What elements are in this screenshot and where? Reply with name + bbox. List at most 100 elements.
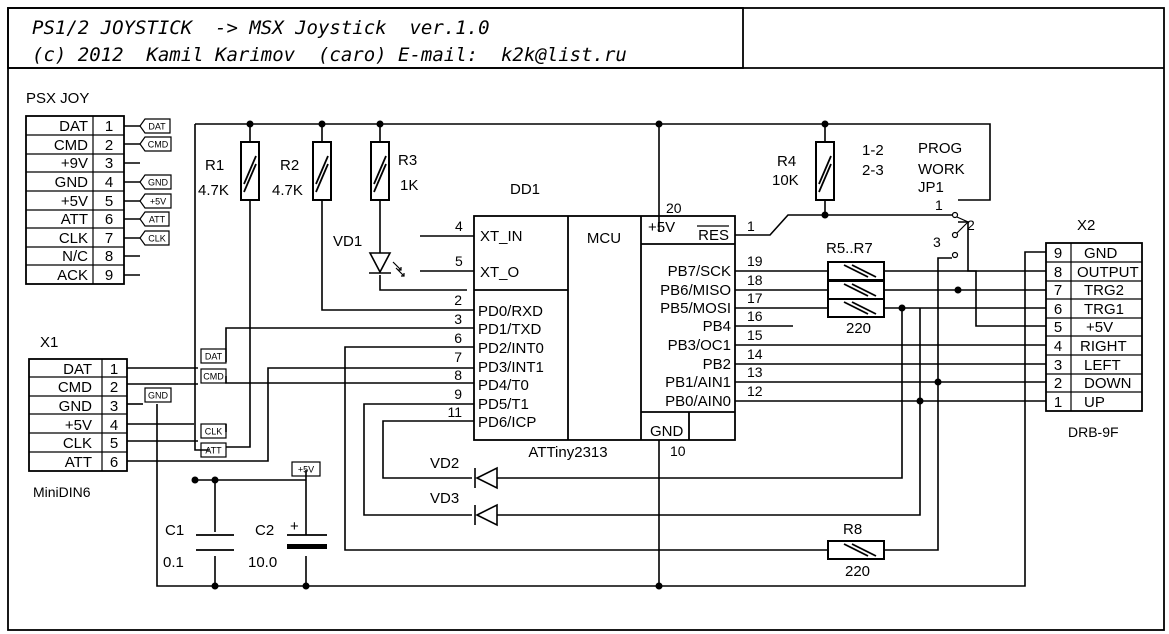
x2-connector: X2 9 8 7 6 5 4 3 2 1 GND OUTPUT TRG2 TRG…	[1045, 217, 1143, 440]
resistor-network-r5-r7: R5..R7 220	[826, 240, 885, 337]
x2-pin-name: LEFT	[1084, 357, 1121, 374]
mcu-pin-label: PB0/AIN0	[665, 393, 731, 410]
mcu-pin-label: PD2/INT0	[478, 340, 544, 357]
psx-net-flags: DAT CMD GND +5V ATT CLK	[139, 118, 172, 246]
psx-pin-table	[25, 115, 125, 285]
psx-pin-num: 1	[105, 118, 113, 135]
x2-pin-num: 1	[1054, 394, 1062, 411]
vd2-ref: VD2	[430, 455, 459, 472]
resistor-r3: R3 1K	[370, 141, 418, 201]
x1-pin-name: CMD	[58, 379, 92, 396]
capacitor-c1: C1 0.1	[163, 522, 234, 571]
psx-pin-num: 3	[105, 155, 113, 172]
mcu-pin-label: PD0/RXD	[478, 303, 543, 320]
mcu-pin-label: PB5/MOSI	[660, 300, 731, 317]
mcu-pin-num: 11	[447, 404, 462, 420]
x2-pin-num: 9	[1054, 245, 1062, 262]
mcu-pin-num: 14	[747, 346, 763, 362]
jp1-pin: 3	[933, 234, 941, 250]
psx-pin-name: +9V	[61, 155, 88, 172]
r4-value: 10K	[772, 172, 799, 189]
x2-ref: X2	[1077, 217, 1095, 234]
x1-pin-num: 6	[110, 454, 118, 471]
net-flag-label: +5V	[150, 197, 166, 207]
psx-connector: PSX JOY DAT CMD +9V GND +5V ATT CLK N/C …	[25, 90, 172, 285]
psx-pin-num: 2	[105, 137, 113, 154]
jp1-pin: 1	[935, 197, 943, 213]
jp1-mode-2-name: WORK	[918, 161, 965, 178]
net-flag-label: CLK	[205, 427, 223, 437]
resistor-r4: R4 10K	[772, 141, 835, 201]
psx-pin-num: 5	[105, 193, 113, 210]
x1-pin-num: 5	[110, 435, 118, 452]
mcu-pin-label: PB6/MISO	[660, 282, 731, 299]
x2-pin-num: 5	[1054, 319, 1062, 336]
mcu-pin-num: 6	[454, 330, 462, 346]
psx-pin-num: 6	[105, 211, 113, 228]
psx-pin-rows	[26, 134, 124, 266]
x1-pin-name: +5V	[65, 417, 92, 434]
jp1-pin: 2	[967, 217, 975, 233]
net-flag-label: CMD	[203, 372, 224, 382]
net-flag-label: ATT	[205, 446, 222, 456]
mcu-pin-label: PD3/INT1	[478, 359, 544, 376]
psx-pin-name: ACK	[57, 267, 88, 284]
r3-value: 1K	[400, 177, 418, 194]
x1-net-flags: DAT CMD GND CLK ATT +5V	[144, 348, 321, 477]
x2-pin-name: +5V	[1086, 319, 1113, 336]
net-flag-label: GND	[148, 178, 169, 188]
c2-ref: C2	[255, 522, 274, 539]
diode-vd2: VD2	[430, 455, 498, 490]
x1-pin-num: 2	[110, 379, 118, 396]
net-flag-label: ATT	[149, 215, 166, 225]
mcu-pin-num: 8	[454, 367, 462, 383]
psx-pin-name: CMD	[54, 137, 88, 154]
x1-ref: X1	[40, 334, 58, 351]
mcu-pin-num: 7	[454, 349, 462, 365]
mcu-pin-label: PB3/OC1	[668, 337, 731, 354]
psx-pin-name: +5V	[61, 193, 88, 210]
x2-pin-name: RIGHT	[1080, 338, 1127, 355]
mcu-pin-label: PD1/TXD	[478, 321, 542, 338]
vd3-ref: VD3	[430, 490, 459, 507]
x1-pin-num: 4	[110, 417, 118, 434]
mcu-pin-num: 4	[455, 218, 463, 234]
x2-pin-num: 7	[1054, 282, 1062, 299]
mcu-pin-num: 9	[454, 386, 462, 402]
r2-ref: R2	[280, 157, 299, 174]
x1-connector: X1 DAT CMD GND +5V CLK ATT 1 2 3 4 5 6 M…	[28, 334, 321, 500]
jp1-ref: JP1	[918, 179, 944, 196]
r8-value: 220	[845, 563, 870, 580]
mcu-res-label: RES	[698, 227, 729, 244]
psx-pin-num: 4	[105, 174, 113, 191]
x1-pin-name: DAT	[63, 361, 92, 378]
mcu-pin-label: PD6/ICP	[478, 414, 536, 431]
x1-pin-name: ATT	[65, 454, 92, 471]
x1-pin-table	[28, 358, 128, 472]
mcu-pin-label: XT_IN	[480, 228, 523, 245]
resistor-r1: R1 4.7K	[198, 141, 260, 201]
mcu-gnd-label: GND	[650, 423, 684, 440]
junctions	[191, 120, 962, 590]
x2-pin-name: TRG2	[1084, 282, 1124, 299]
header-line-1: PS1/2 JOYSTICK -> MSX Joystick ver.1.0	[32, 17, 490, 39]
mcu-pin-num: 17	[747, 290, 763, 306]
psx-pin-num: 8	[105, 248, 113, 265]
x1-pin-name: GND	[59, 398, 93, 415]
x2-pin-name: DOWN	[1084, 375, 1132, 392]
jumper-jp1: 1-2 2-3 PROG WORK JP1 1 2 3	[862, 140, 975, 259]
x2-pin-name: OUTPUT	[1077, 264, 1139, 281]
mcu-pin-num: 19	[747, 253, 763, 269]
x2-pin-num: 2	[1054, 375, 1062, 392]
net-flag-label: CLK	[148, 234, 166, 244]
x2-pin-name: GND	[1084, 245, 1118, 262]
psx-pin-name: DAT	[59, 118, 88, 135]
mcu-ref: DD1	[510, 181, 540, 198]
mcu-pin-num: 2	[454, 292, 462, 308]
r1-value: 4.7K	[198, 182, 229, 199]
mcu-pin-num: 13	[747, 364, 763, 380]
jp1-mode-1: 1-2	[862, 142, 884, 159]
mcu-dd1: DD1 MCU ATTiny2313 4 XT_IN 5 XT_O 2 PD0/…	[447, 181, 762, 461]
net-flag-label: DAT	[205, 352, 223, 362]
